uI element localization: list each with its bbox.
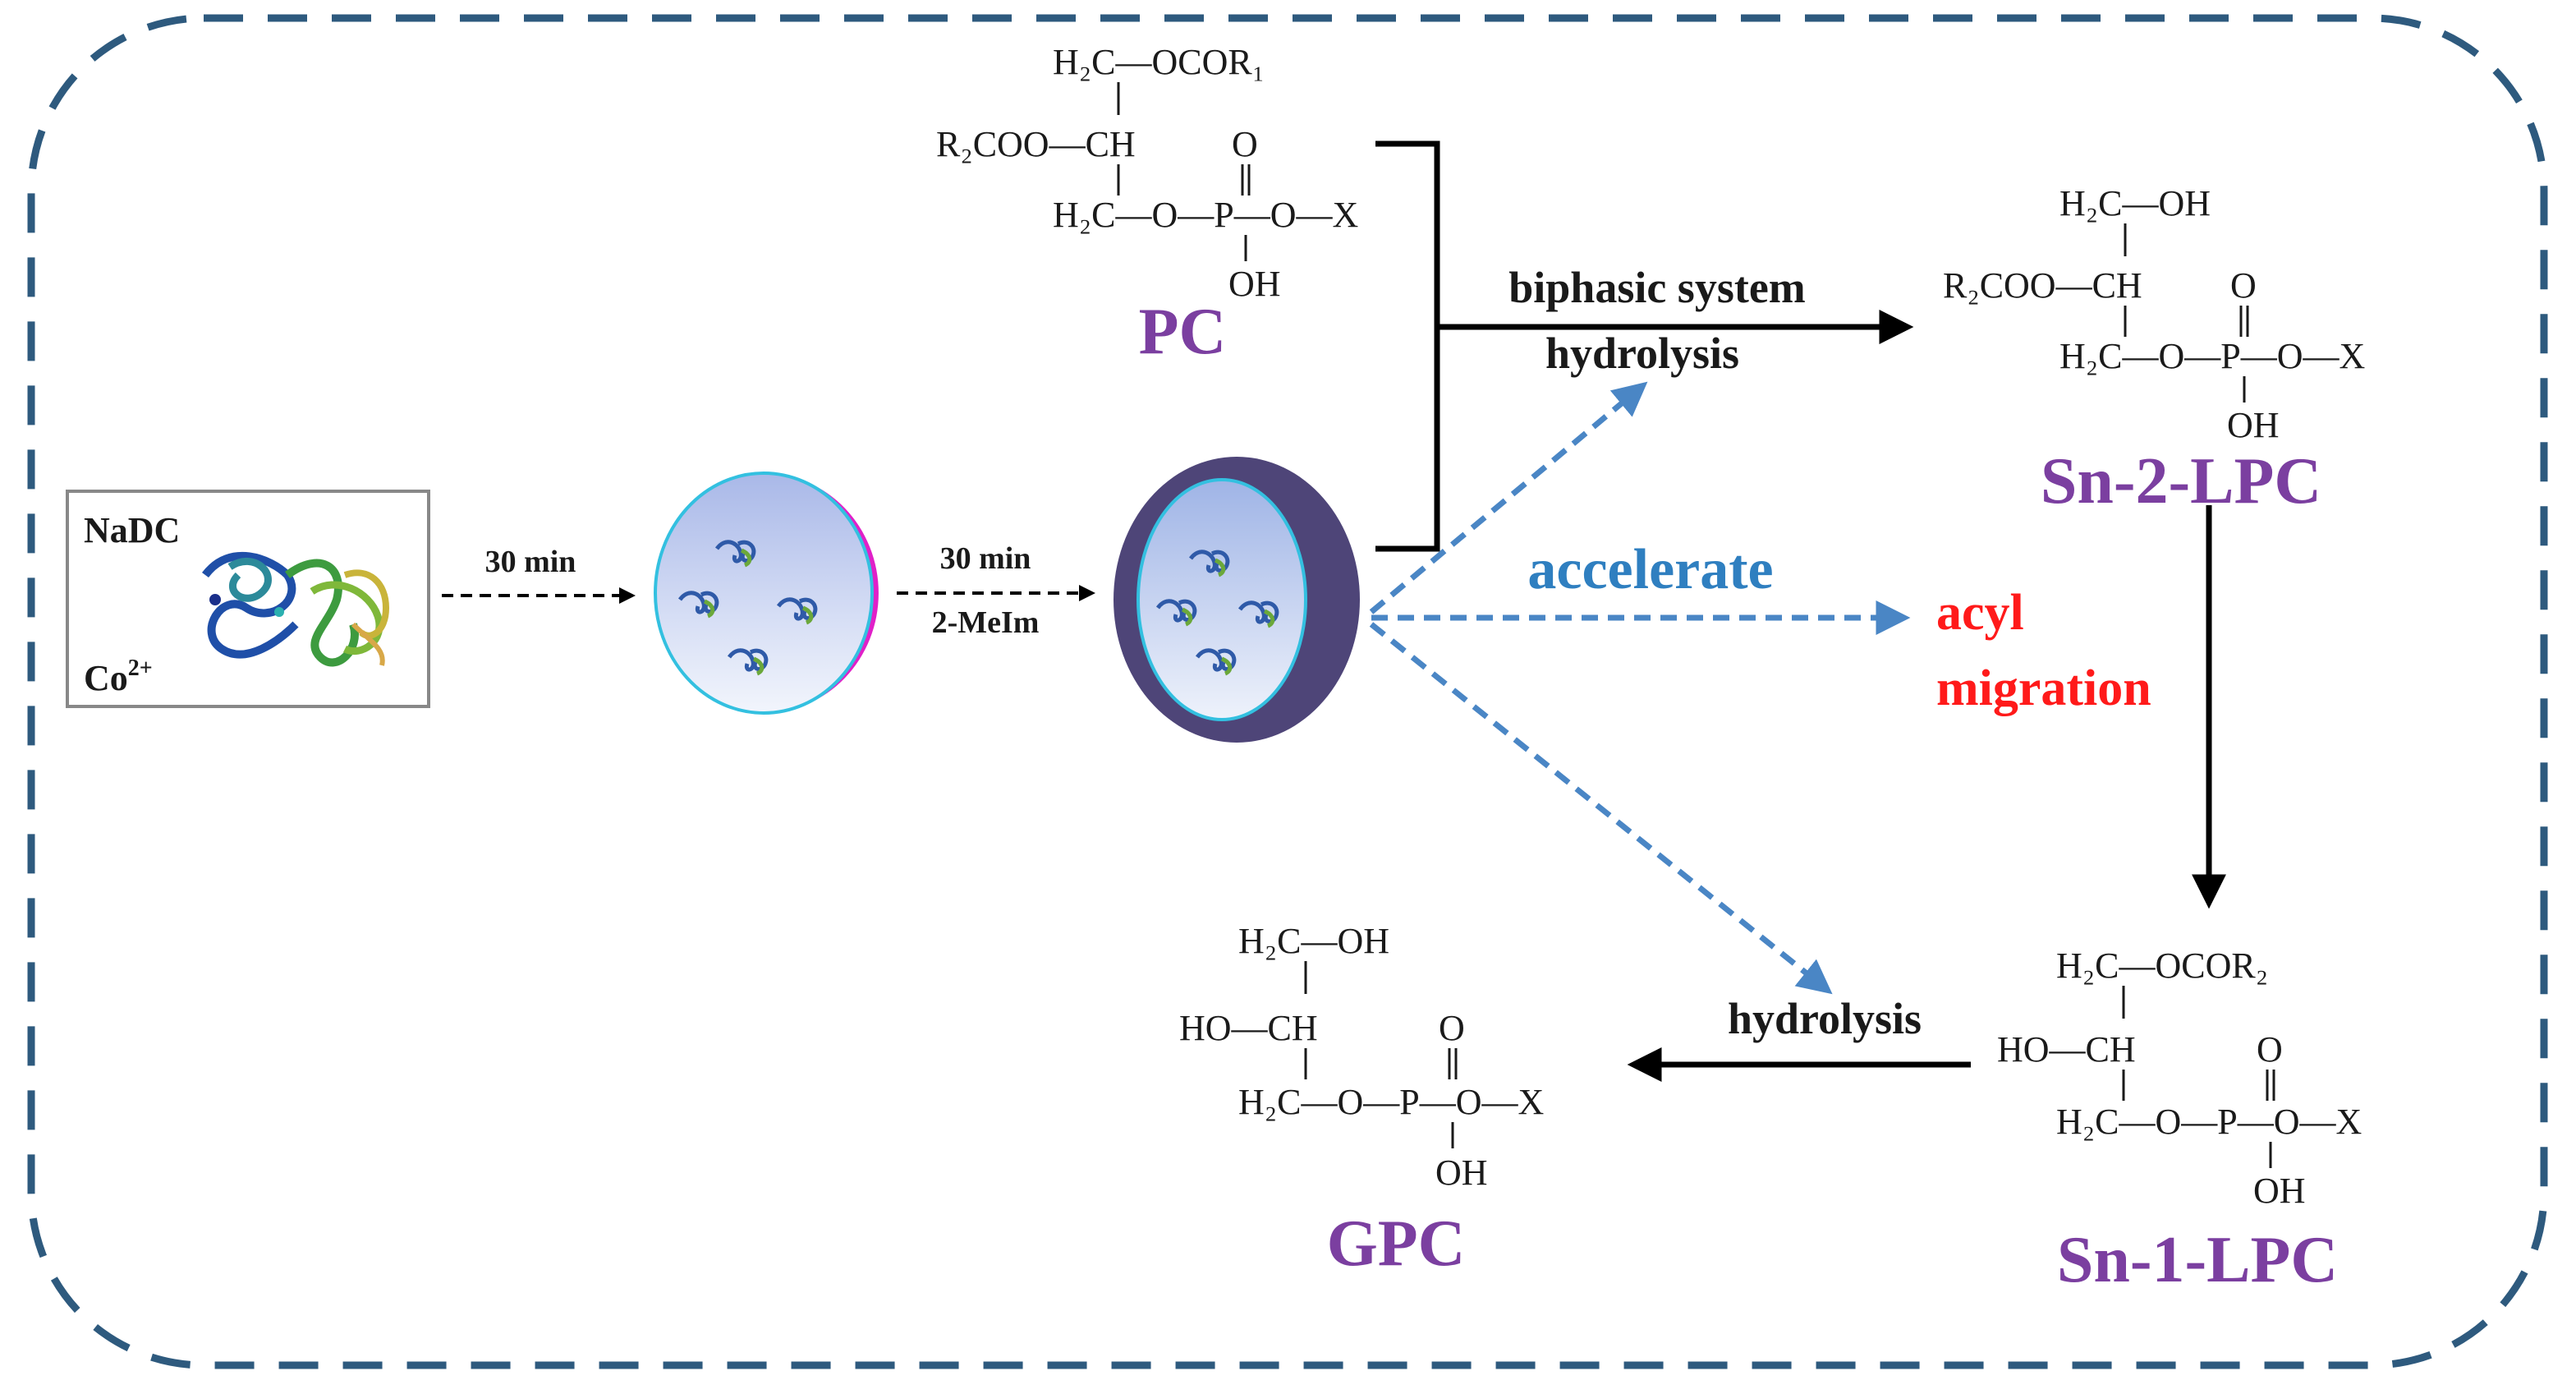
accelerate-arrow-down [1369,622,1833,995]
sn2-oh: OH [2227,405,2280,445]
gpc-phosphate-o: O [1439,1008,1465,1048]
sn1-row1: H₂C—OCOR₂ [2056,945,2268,986]
sn2-row1: H₂C—OH [2059,183,2211,223]
pc-phosphate-o: O [1232,124,1258,164]
merge-bracket [1375,140,1440,552]
sn2-name: Sn-2-LPC [2041,445,2321,518]
sn2-row3: H₂C—O—P—O—X [2059,336,2365,376]
gpc-row2: HO—CH [1179,1008,1318,1048]
sn1-row2: HO—CH [1997,1029,2136,1070]
sn2-phosphate-o: O [2230,265,2257,306]
bottom-hydrolysis-label: hydrolysis [1728,994,1922,1043]
zif-shell-sphere [1114,457,1360,743]
sn1-name: Sn-1-LPC [2057,1224,2338,1296]
gpc-oh: OH [1435,1152,1488,1193]
pc-row2: R₂COO—CH [936,124,1136,164]
sn2-row2: R₂COO—CH [1943,265,2142,306]
step1-time-label: 30 min [485,545,576,579]
enzyme-box: NaDC Co2+ [66,490,430,708]
gpc-row1: H₂C—OH [1238,921,1389,961]
accelerate-arrow-up [1369,381,1648,614]
pc-row3: H₂C—O—P—O—X [1053,195,1358,235]
migration-label: migration [1936,660,2151,716]
pc-structure: H₂C—OCOR₁ R₂COO—CH O H₂C—O—P—O—X OH PC [936,42,1358,368]
enzyme-cluster-icons-encapsulated [1155,550,1279,676]
zif-precursor-sphere [654,472,879,715]
nadc-label: NaDC [84,510,180,550]
biphasic-label: biphasic system [1508,263,1806,312]
acyl-label: acyl [1936,585,2024,641]
biphasic-hydrolysis-label: hydrolysis [1545,329,1739,378]
accelerate-label: accelerate [1527,538,1773,601]
gpc-name: GPC [1327,1208,1466,1280]
sn1-phosphate-o: O [2257,1029,2283,1070]
pc-oh: OH [1228,264,1281,304]
sn1-oh: OH [2253,1171,2306,1211]
pc-row1: H₂C—OCOR₁ [1053,42,1265,82]
step2-time-label: 30 min [940,541,1031,576]
sn1-lpc-structure: H₂C—OCOR₂ HO—CH O H₂C—O—P—O—X OH Sn-1-LP… [1997,945,2362,1296]
cobalt-label: Co2+ [84,656,153,698]
gpc-row3: H₂C—O—P—O—X [1238,1082,1544,1122]
sn2-lpc-structure: H₂C—OH R₂COO—CH O H₂C—O—P—O—X OH Sn-2-LP… [1943,183,2365,518]
enzyme-cluster-icons [677,540,818,676]
step2-reagent-label: 2-MeIm [932,605,1040,640]
pc-name: PC [1139,296,1227,368]
protein-structure-icon [202,551,390,667]
sn1-row3: H₂C—O—P—O—X [2056,1102,2362,1142]
gpc-structure: H₂C—OH HO—CH O H₂C—O—P—O—X OH GPC [1179,921,1544,1280]
